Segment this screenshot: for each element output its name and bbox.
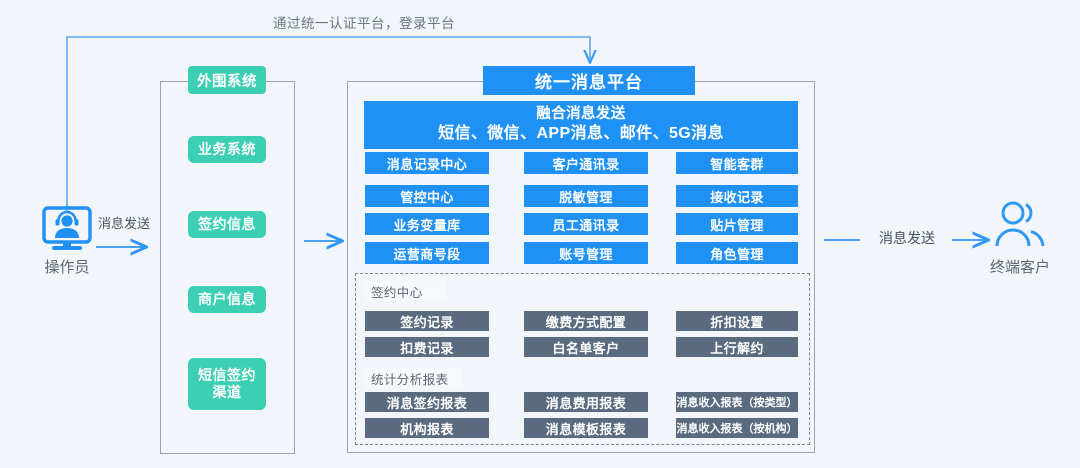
report-message-contract[interactable]: 消息签约报表 (365, 392, 489, 412)
module-customer-contacts[interactable]: 客户通讯录 (524, 152, 648, 174)
outer-system-item-business[interactable]: 业务系统 (188, 136, 266, 163)
module-employee-contacts[interactable]: 员工通讯录 (524, 213, 648, 235)
contract-payment-method-config[interactable]: 缴费方式配置 (524, 311, 648, 331)
outer-system-item-sms-channel[interactable]: 短信签约 渠道 (188, 358, 266, 410)
sms-channel-line2: 渠道 (212, 384, 242, 400)
contract-signing-record[interactable]: 签约记录 (365, 311, 489, 331)
report-message-revenue-by-type[interactable]: 消息收入报表（按类型） (676, 392, 798, 412)
edge-label-right: 消息发送 (879, 230, 935, 246)
edge-label-left: 消息发送 (97, 216, 150, 231)
module-patch-management[interactable]: 贴片管理 (676, 213, 798, 235)
dashed-group-container (355, 273, 810, 445)
report-message-fee[interactable]: 消息费用报表 (524, 392, 648, 412)
outer-system-title: 外围系统 (188, 66, 266, 94)
operator-monitor-headset-icon (38, 206, 96, 252)
end-customer-label: 终端客户 (989, 259, 1050, 276)
contract-deduction-record[interactable]: 扣费记录 (365, 337, 489, 357)
report-organization[interactable]: 机构报表 (365, 418, 489, 438)
banner-line2: 短信、微信、APP消息、邮件、5G消息 (438, 125, 724, 143)
module-control-center[interactable]: 管控中心 (365, 185, 489, 207)
report-center-tag: 统计分析报表 (364, 368, 462, 388)
module-business-variable-library[interactable]: 业务变量库 (365, 213, 489, 235)
top-flow-label: 通过统一认证平台，登录平台 (273, 16, 455, 31)
module-desensitization-management[interactable]: 脱敏管理 (524, 185, 648, 207)
contract-uplink-termination[interactable]: 上行解约 (676, 337, 798, 357)
operator-label: 操作员 (44, 259, 90, 276)
module-receive-record[interactable]: 接收记录 (676, 185, 798, 207)
module-smart-customer-group[interactable]: 智能客群 (676, 152, 798, 174)
report-message-template[interactable]: 消息模板报表 (524, 418, 648, 438)
platform-title: 统一消息平台 (483, 66, 695, 95)
report-message-revenue-by-org[interactable]: 消息收入报表（按机构） (676, 418, 798, 438)
module-role-management[interactable]: 角色管理 (676, 242, 798, 264)
module-account-management[interactable]: 账号管理 (524, 242, 648, 264)
outer-system-item-contract-info[interactable]: 签约信息 (188, 211, 266, 238)
platform-banner: 融合消息发送 短信、微信、APP消息、邮件、5G消息 (364, 101, 798, 149)
contract-center-tag: 签约中心 (364, 281, 446, 301)
contract-discount-setting[interactable]: 折扣设置 (676, 311, 798, 331)
module-carrier-number-segment[interactable]: 运营商号段 (365, 242, 489, 264)
contract-whitelist-customer[interactable]: 白名单客户 (524, 337, 648, 357)
sms-channel-line1: 短信签约 (198, 366, 256, 383)
banner-line1: 融合消息发送 (536, 106, 626, 123)
outer-system-item-merchant-info[interactable]: 商户信息 (188, 286, 266, 313)
module-message-record-center[interactable]: 消息记录中心 (365, 152, 489, 174)
users-group-icon (993, 200, 1047, 250)
